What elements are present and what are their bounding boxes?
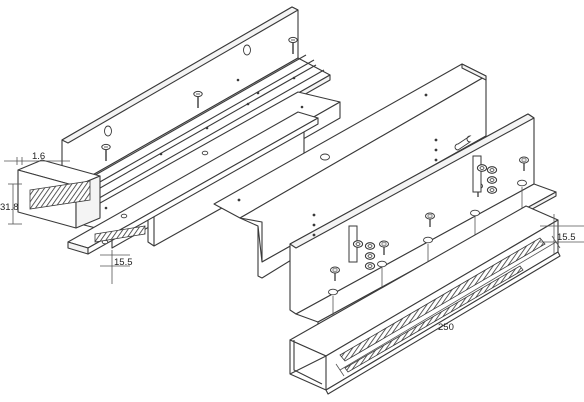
dimension-spacer-left: 15.5 xyxy=(100,250,133,284)
dimension-spacer-right: 15.5 xyxy=(540,214,584,254)
left-magnet-plate xyxy=(67,91,341,255)
right-bolts-and-nuts xyxy=(329,155,530,282)
dimension-spacer-left-label: 15.5 xyxy=(114,257,133,268)
dimension-length-label: 250 xyxy=(438,322,454,333)
dimension-spacer-right-label: 15.5 xyxy=(557,232,576,243)
dimension-height-label: 31.8 xyxy=(0,202,19,213)
right-nut-stack xyxy=(472,155,498,194)
right-u-channel xyxy=(289,205,561,395)
dimension-thickness-label: 1.6 xyxy=(32,151,45,162)
left-armature-block xyxy=(17,159,146,243)
dimension-thickness: 1.6 xyxy=(4,151,70,165)
dimension-height: 31.8 xyxy=(0,183,22,225)
left-nut-stack xyxy=(348,225,376,270)
